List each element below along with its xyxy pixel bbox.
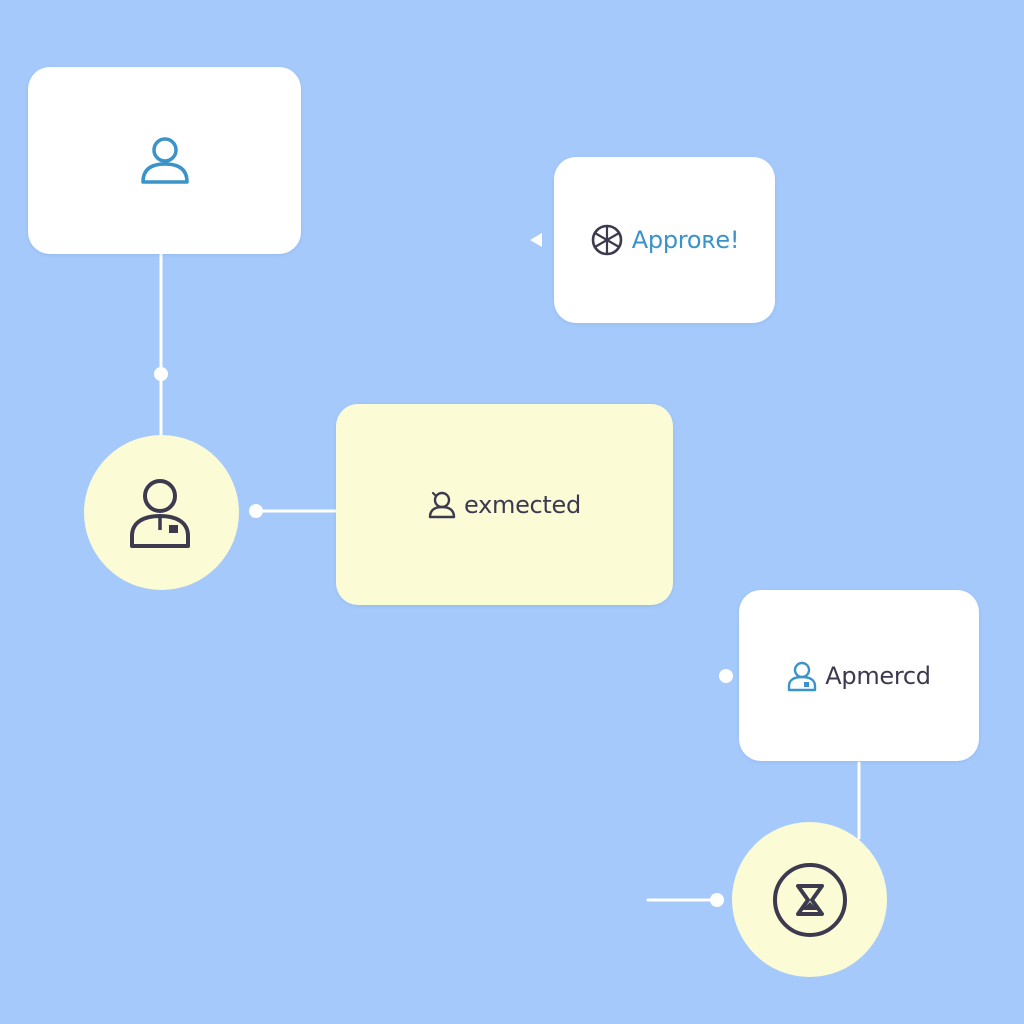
approve-card-pointer xyxy=(530,233,542,247)
user-icon xyxy=(138,135,192,187)
user-refresh-icon xyxy=(428,490,456,520)
expected-label: exmected xyxy=(464,490,581,519)
user-badge-icon xyxy=(787,660,817,692)
hourglass-icon xyxy=(770,860,850,940)
timer-node[interactable] xyxy=(732,822,887,977)
approved-card[interactable]: Apmercd xyxy=(739,590,979,761)
worker-node[interactable] xyxy=(84,435,239,590)
expected-card[interactable]: exmected xyxy=(336,404,673,605)
user-badge-icon xyxy=(126,474,198,552)
approved-label: Apmercd xyxy=(825,661,931,690)
user-card[interactable] xyxy=(28,67,301,254)
connector-dot xyxy=(710,893,724,907)
approve-label: Approʀe! xyxy=(631,226,740,254)
connector-dot xyxy=(154,367,168,381)
approve-card[interactable]: Approʀe! xyxy=(554,157,775,323)
connector-dot xyxy=(249,504,263,518)
aperture-icon xyxy=(590,223,624,257)
connector-dot xyxy=(719,669,733,683)
